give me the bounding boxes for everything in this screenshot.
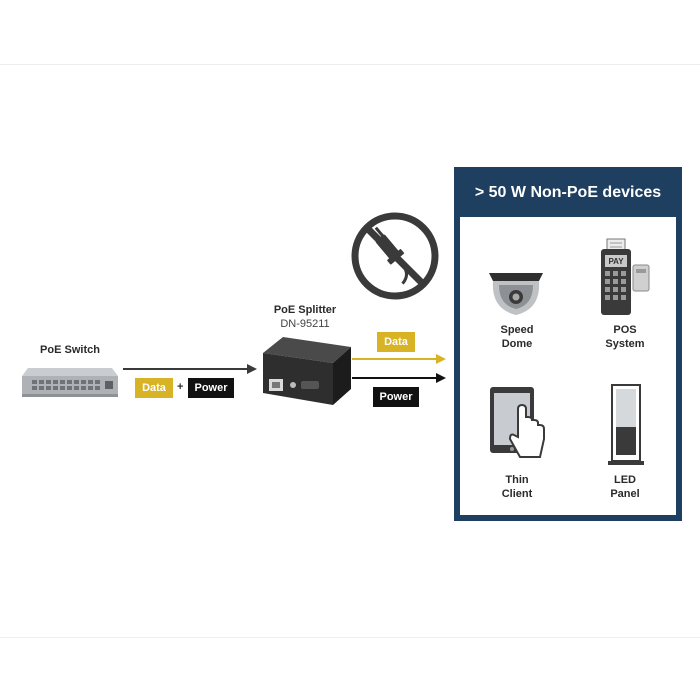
device-label-speed-dome: Speed Dome — [477, 323, 557, 351]
device-label-pos-system: POS System — [585, 323, 665, 351]
poe-splitter-model: DN-95211 — [280, 318, 330, 330]
device-label-line: Thin — [505, 474, 529, 486]
device-label-line: Dome — [501, 338, 533, 350]
no-power-plug-icon — [351, 212, 439, 300]
non-poe-devices-panel: > 50 W Non-PoE devices Speed Dome — [454, 167, 682, 521]
poe-splitter-label: PoE Splitter — [273, 304, 337, 316]
device-label-line: Panel — [610, 488, 640, 500]
pos-screen-text: PAY — [608, 257, 624, 266]
device-label-line: LED — [614, 474, 636, 486]
output-power-arrow — [352, 373, 446, 383]
input-power-tag: Power — [188, 378, 234, 398]
device-label-line: Speed — [500, 324, 534, 336]
output-power-tag: Power — [373, 387, 419, 407]
poe-switch-label: PoE Switch — [40, 344, 100, 356]
device-label-led-panel: LED Panel — [585, 473, 665, 501]
tablet-touch-icon — [490, 387, 545, 458]
output-data-arrow — [352, 354, 446, 364]
devices-grid: Speed Dome PAY — [460, 217, 676, 515]
input-arrow — [123, 364, 257, 374]
device-label-thin-client: Thin Client — [477, 473, 557, 501]
device-label-line: Client — [501, 488, 533, 500]
poe-switch-icon — [22, 368, 118, 397]
dome-camera-icon — [489, 273, 543, 315]
panel-title: > 50 W Non-PoE devices — [474, 184, 662, 201]
pos-terminal-icon: PAY — [601, 238, 650, 315]
input-plus-sign: + — [177, 381, 184, 393]
device-label-line: POS — [613, 324, 637, 336]
input-data-tag: Data — [135, 378, 173, 398]
device-label-line: System — [605, 338, 645, 350]
output-data-tag: Data — [377, 332, 415, 352]
poe-splitter-device-icon — [263, 337, 351, 405]
led-panel-icon — [608, 384, 644, 465]
